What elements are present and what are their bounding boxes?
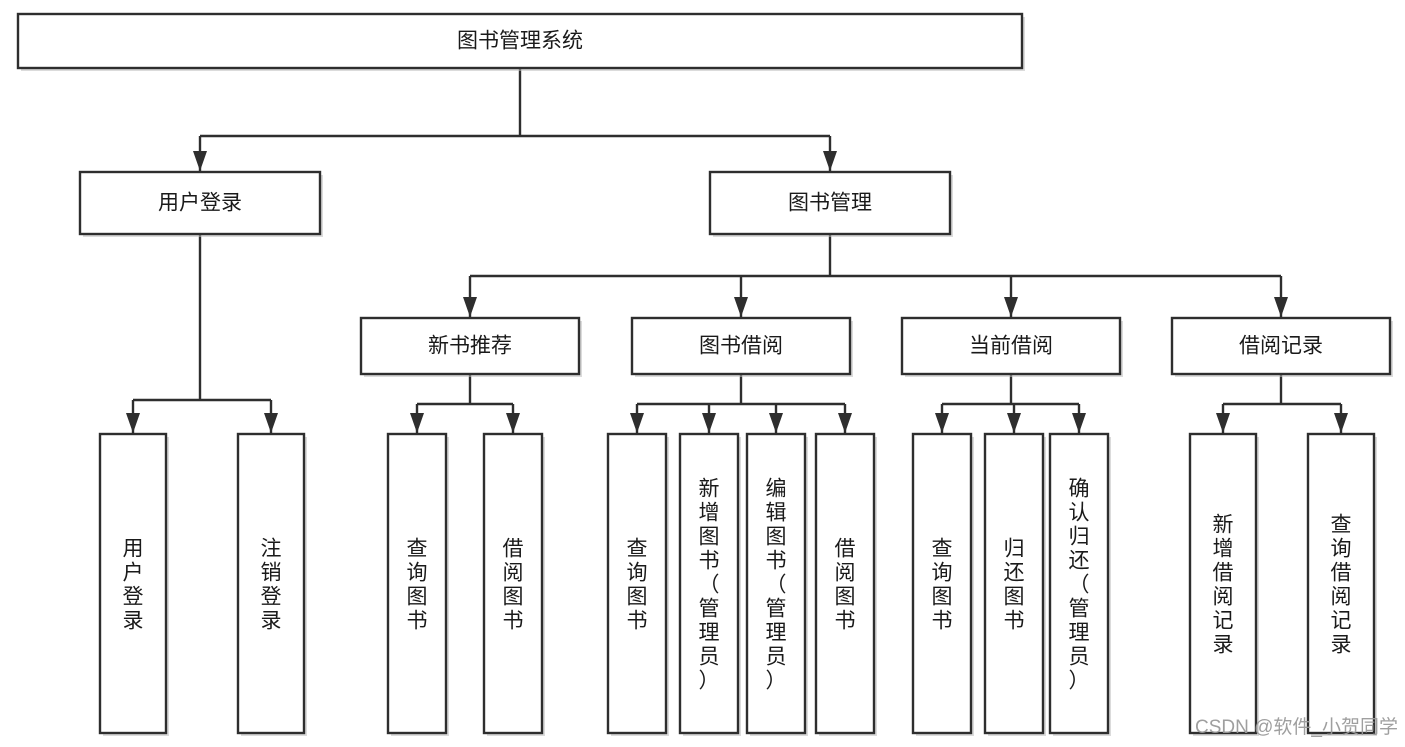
node-rect[interactable] bbox=[708, 170, 952, 236]
node-leaf-新增借阅记录[interactable]: 新增借阅记录 bbox=[1188, 432, 1259, 736]
node-leaf-编辑图书（管理员）[interactable]: 编辑图书（管理员） bbox=[745, 432, 808, 736]
node-level3-借阅记录[interactable]: 借阅记录 bbox=[1170, 316, 1393, 377]
node-label: 归还图书 bbox=[1004, 538, 1025, 633]
csdn-watermark: CSDN @软件_小贺同学 bbox=[1195, 716, 1398, 738]
node-level3-图书借阅[interactable]: 图书借阅 bbox=[630, 316, 853, 377]
node-rect[interactable] bbox=[359, 316, 581, 376]
node-level2-图书管理[interactable]: 图书管理 bbox=[708, 170, 953, 237]
node-rect[interactable] bbox=[386, 432, 448, 735]
node-label: 新书推荐 bbox=[428, 335, 512, 358]
node-rect[interactable] bbox=[678, 432, 740, 735]
node-rect[interactable] bbox=[911, 432, 973, 735]
node-level2-用户登录[interactable]: 用户登录 bbox=[78, 170, 323, 237]
node-leaf-查询借阅记录[interactable]: 查询借阅记录 bbox=[1306, 432, 1377, 736]
arrow-head-icon bbox=[769, 413, 783, 433]
node-rect[interactable] bbox=[900, 316, 1122, 376]
arrow-head-icon bbox=[734, 297, 748, 317]
connector-layer bbox=[126, 68, 1348, 433]
node-label: 借阅记录 bbox=[1239, 335, 1323, 358]
node-rect[interactable] bbox=[983, 432, 1045, 735]
node-rect[interactable] bbox=[1188, 432, 1258, 735]
arrow-head-icon bbox=[630, 413, 644, 433]
node-rect[interactable] bbox=[236, 432, 306, 735]
arrow-head-icon bbox=[935, 413, 949, 433]
arrow-head-icon bbox=[1274, 297, 1288, 317]
node-leaf-新增图书（管理员）[interactable]: 新增图书（管理员） bbox=[678, 432, 741, 736]
node-rect[interactable] bbox=[98, 432, 168, 735]
arrow-head-icon bbox=[823, 151, 837, 171]
node-rect[interactable] bbox=[1048, 432, 1110, 735]
node-leaf-查询图书[interactable]: 查询图书 bbox=[606, 432, 669, 736]
node-label: 注销登录 bbox=[261, 538, 282, 633]
node-rect[interactable] bbox=[745, 432, 807, 735]
node-label: 确认归还（管理员） bbox=[1069, 478, 1090, 693]
node-label: 借阅图书 bbox=[835, 538, 856, 633]
node-level3-当前借阅[interactable]: 当前借阅 bbox=[900, 316, 1123, 377]
node-rect[interactable] bbox=[1306, 432, 1376, 735]
node-rect[interactable] bbox=[78, 170, 322, 236]
node-label: 查询图书 bbox=[932, 538, 953, 633]
node-label: 借阅图书 bbox=[503, 538, 524, 633]
arrow-head-icon bbox=[193, 151, 207, 171]
node-leaf-查询图书[interactable]: 查询图书 bbox=[386, 432, 449, 736]
arrow-head-icon bbox=[1004, 297, 1018, 317]
node-label: 查询图书 bbox=[627, 538, 648, 633]
arrow-head-icon bbox=[1072, 413, 1086, 433]
node-leaf-借阅图书[interactable]: 借阅图书 bbox=[814, 432, 877, 736]
node-label: 新增图书（管理员） bbox=[699, 478, 720, 693]
arrow-head-icon bbox=[1007, 413, 1021, 433]
node-leaf-确认归还（管理员）[interactable]: 确认归还（管理员） bbox=[1048, 432, 1111, 736]
node-rect[interactable] bbox=[630, 316, 852, 376]
arrow-head-icon bbox=[1334, 413, 1348, 433]
node-root-图书管理系统[interactable]: 图书管理系统 bbox=[16, 12, 1025, 71]
node-label: 用户登录 bbox=[123, 538, 144, 633]
node-rect[interactable] bbox=[16, 12, 1024, 70]
arrow-head-icon bbox=[838, 413, 852, 433]
node-leaf-借阅图书[interactable]: 借阅图书 bbox=[482, 432, 545, 736]
node-leaf-注销登录[interactable]: 注销登录 bbox=[236, 432, 307, 736]
node-label: 编辑图书（管理员） bbox=[766, 478, 787, 693]
arrow-head-icon bbox=[463, 297, 477, 317]
arrow-head-icon bbox=[126, 413, 140, 433]
arrow-head-icon bbox=[702, 413, 716, 433]
node-level3-新书推荐[interactable]: 新书推荐 bbox=[359, 316, 582, 377]
node-rect[interactable] bbox=[482, 432, 544, 735]
node-leaf-用户登录[interactable]: 用户登录 bbox=[98, 432, 169, 736]
arrow-head-icon bbox=[506, 413, 520, 433]
node-leaf-归还图书[interactable]: 归还图书 bbox=[983, 432, 1046, 736]
node-rect[interactable] bbox=[606, 432, 668, 735]
node-label: 查询图书 bbox=[407, 538, 428, 633]
node-rect[interactable] bbox=[814, 432, 876, 735]
node-label: 用户登录 bbox=[158, 192, 242, 215]
node-label: 新增借阅记录 bbox=[1213, 514, 1234, 657]
node-layer: 图书管理系统用户登录图书管理新书推荐图书借阅当前借阅借阅记录用户登录注销登录查询… bbox=[16, 12, 1393, 736]
node-leaf-查询图书[interactable]: 查询图书 bbox=[911, 432, 974, 736]
node-label: 当前借阅 bbox=[969, 335, 1053, 358]
node-label: 查询借阅记录 bbox=[1331, 514, 1352, 657]
node-rect[interactable] bbox=[1170, 316, 1392, 376]
arrow-head-icon bbox=[264, 413, 278, 433]
node-label: 图书管理系统 bbox=[457, 30, 583, 53]
node-label: 图书借阅 bbox=[699, 335, 783, 358]
arrow-head-icon bbox=[1216, 413, 1230, 433]
arrow-head-icon bbox=[410, 413, 424, 433]
node-label: 图书管理 bbox=[788, 192, 872, 215]
